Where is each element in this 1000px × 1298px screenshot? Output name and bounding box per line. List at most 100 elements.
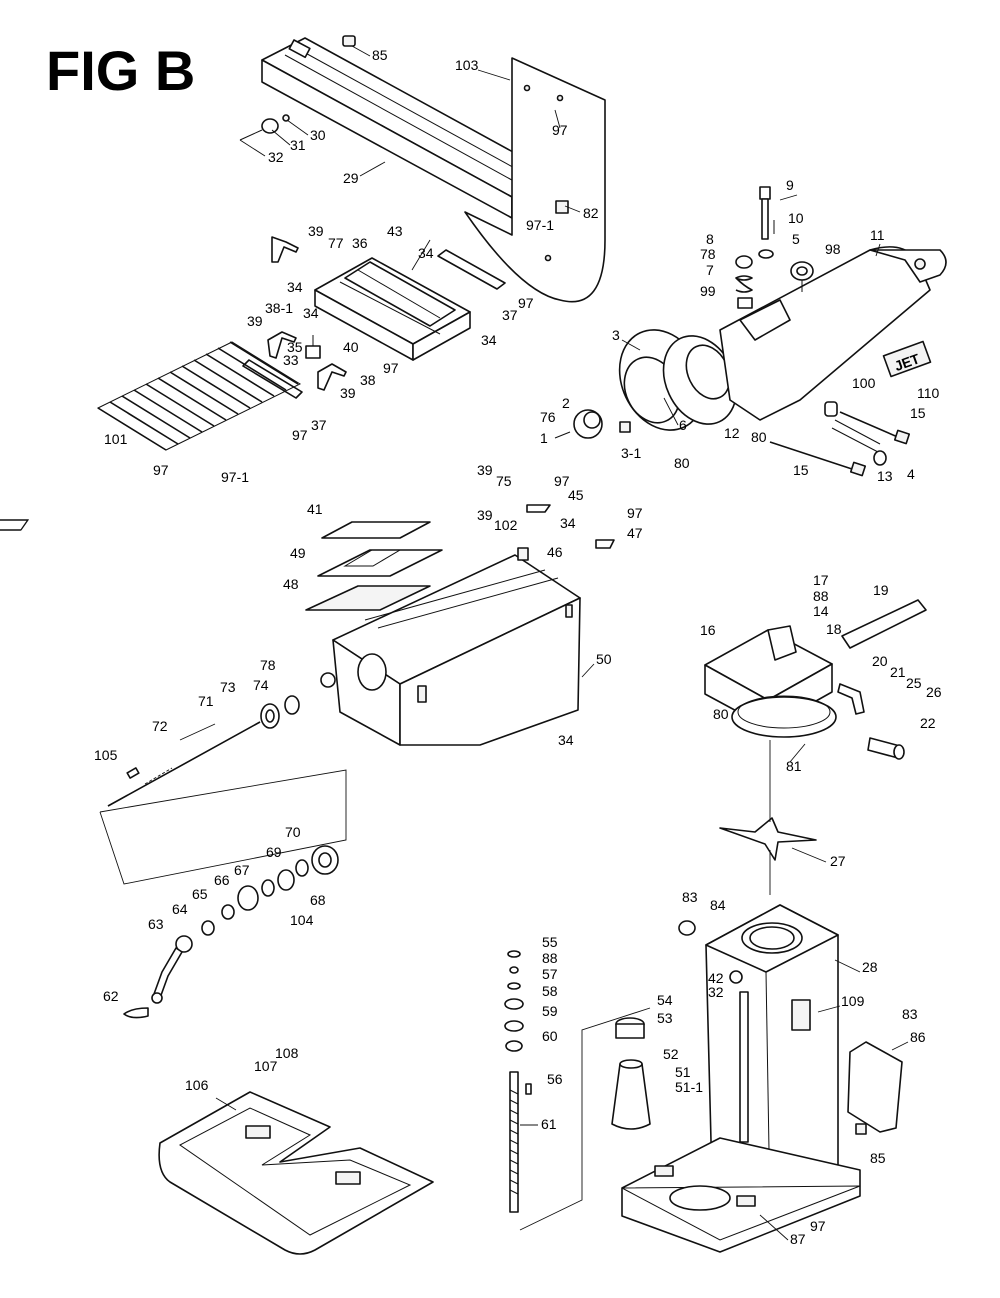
- callout-c34a: 34: [418, 245, 434, 261]
- knob-84: [678, 920, 696, 936]
- callout-c42: 42: [708, 970, 724, 986]
- callout-c101: 101: [104, 431, 128, 447]
- callout-c3-1: 3-1: [621, 445, 641, 461]
- callout-c46: 46: [547, 544, 563, 560]
- callout-c97g: 97: [627, 505, 643, 521]
- callout-c67: 67: [234, 862, 250, 878]
- callout-c61: 61: [541, 1116, 557, 1132]
- callout-c110: 110: [917, 385, 940, 401]
- callout-c19: 19: [873, 582, 889, 598]
- stop-bracket-35: [305, 335, 321, 359]
- callout-c58: 58: [542, 983, 558, 999]
- base-column-28: [705, 904, 839, 1211]
- callout-c38-1: 38-1: [265, 300, 293, 316]
- spring-7: [735, 275, 753, 293]
- table-29: [261, 37, 556, 219]
- callout-c51: 51: [675, 1064, 691, 1080]
- callout-c16: 16: [700, 622, 716, 638]
- way-cover-43: [344, 261, 456, 327]
- callout-c97c: 97: [383, 360, 399, 376]
- base-plinth-87: [621, 1137, 861, 1253]
- callout-c100: 100: [852, 375, 876, 391]
- callout-c36: 36: [352, 235, 368, 251]
- callout-c88b: 88: [542, 950, 558, 966]
- callout-c13: 13: [877, 468, 893, 484]
- callout-c104: 104: [290, 912, 314, 928]
- handle-20: [837, 683, 865, 715]
- callout-c109: 109: [841, 993, 865, 1009]
- callout-c76: 76: [540, 409, 556, 425]
- callout-c18: 18: [826, 621, 842, 637]
- o-ring-13: [873, 450, 887, 466]
- callout-c34f: 34: [558, 732, 574, 748]
- callout-c35: 35: [287, 339, 303, 355]
- callout-c74: 74: [253, 677, 269, 693]
- callout-c29: 29: [343, 170, 359, 186]
- callout-c71: 71: [198, 693, 214, 709]
- gear-2: [573, 409, 603, 439]
- callout-c34c: 34: [303, 305, 319, 321]
- callout-c37a: 37: [502, 307, 518, 323]
- key-56: [525, 1083, 532, 1095]
- nut-3-1: [619, 421, 631, 433]
- leadscrew-72: [107, 721, 261, 807]
- callout-c97e: 97: [153, 462, 169, 478]
- handle-grip-62: [123, 1007, 149, 1019]
- callout-c12: 12: [724, 425, 740, 441]
- callout-c9: 9: [786, 177, 794, 193]
- callout-c39e: 39: [477, 507, 493, 523]
- gib-37-upper: [437, 249, 506, 290]
- callout-c8: 8: [706, 231, 714, 247]
- callout-c105: 105: [94, 747, 118, 763]
- callout-c27: 27: [830, 853, 846, 869]
- callout-c39a: 39: [308, 223, 324, 239]
- callout-c15a: 15: [910, 405, 926, 421]
- callout-c7: 7: [706, 262, 714, 278]
- callout-c106: 106: [185, 1077, 209, 1093]
- bracket-45: [526, 504, 551, 513]
- callout-c22: 22: [920, 715, 936, 731]
- leader-box: [99, 769, 347, 885]
- callout-c54: 54: [657, 992, 673, 1008]
- callout-c99: 99: [700, 283, 716, 299]
- callout-c39b: 39: [247, 313, 263, 329]
- callout-c65: 65: [192, 886, 208, 902]
- callout-c43: 43: [387, 223, 403, 239]
- callout-c28: 28: [862, 959, 878, 975]
- bracket-47: [595, 539, 615, 549]
- callout-c97b: 97: [518, 295, 534, 311]
- figure-title: FIG B: [46, 39, 195, 102]
- callout-c72: 72: [152, 718, 168, 734]
- bearing-68: [277, 869, 295, 891]
- knob-85-table: [342, 35, 356, 47]
- gasket-41: [0, 519, 431, 539]
- callout-c80b: 80: [674, 455, 690, 471]
- callout-c97h: 97: [810, 1218, 826, 1234]
- callout-c32b: 32: [708, 984, 724, 1000]
- callout-c10: 10: [788, 210, 804, 226]
- collar-69: [295, 859, 309, 877]
- callout-c85a: 85: [372, 47, 388, 63]
- callout-c97a: 97: [552, 122, 568, 138]
- gasket-49: [317, 549, 443, 577]
- callout-c41: 41: [307, 501, 323, 517]
- callout-c78b: 78: [260, 657, 276, 673]
- callout-c102: 102: [494, 517, 518, 533]
- callout-c39c: 39: [340, 385, 356, 401]
- callout-c66: 66: [214, 872, 230, 888]
- callout-c20: 20: [872, 653, 888, 669]
- callout-c31: 31: [290, 137, 306, 153]
- lock-handle-39-c: [317, 363, 347, 391]
- callout-c37b: 37: [311, 417, 327, 433]
- callout-c62: 62: [103, 988, 119, 1004]
- callout-c15b: 15: [793, 462, 809, 478]
- callout-c80a: 80: [751, 429, 767, 445]
- callout-c83a: 83: [682, 889, 698, 905]
- callout-c30: 30: [310, 127, 326, 143]
- bushing-67: [261, 879, 275, 897]
- gib-37-lower: [242, 359, 303, 399]
- nut-64: [201, 920, 215, 936]
- callout-c87: 87: [790, 1231, 806, 1247]
- callout-c45: 45: [568, 487, 584, 503]
